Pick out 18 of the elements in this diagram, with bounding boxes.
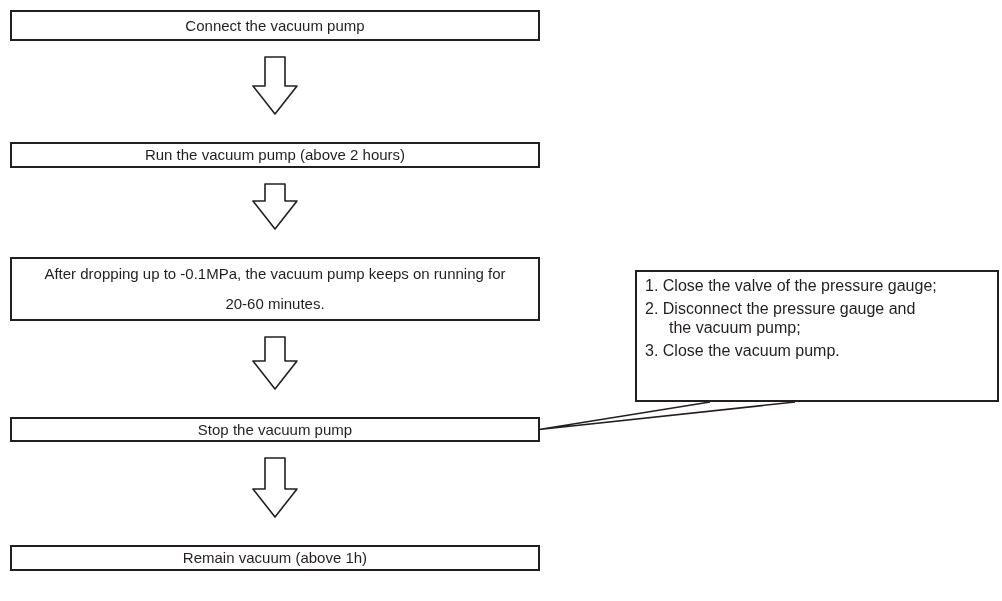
process-box [10,545,540,571]
list-item: 3. Close the vacuum pump. [645,341,841,361]
step-text: After dropping up to -0.1MPa, the vacuum pump keeps on running for 20-60 minutes. [43,264,507,314]
step-text: Connect the vacuum pump [185,15,365,36]
block-arrow [252,183,298,230]
step-text: Remain vacuum (above 1h) [182,548,368,568]
callout-box [635,270,999,402]
block-arrow [252,457,298,518]
process-box [10,257,540,321]
list-item: 2. Disconnect the pressure gauge and the vacuum pump; [645,299,917,338]
process-box [10,417,540,442]
list-item: 1. Close the valve of the pressure gauge; [645,276,937,296]
step-text: Stop the vacuum pump [197,419,353,440]
step-text: Run the vacuum pump (above 2 hours) [144,145,406,165]
process-box [10,10,540,41]
process-box [10,142,540,168]
block-arrow [252,336,298,390]
block-arrow [252,56,298,115]
